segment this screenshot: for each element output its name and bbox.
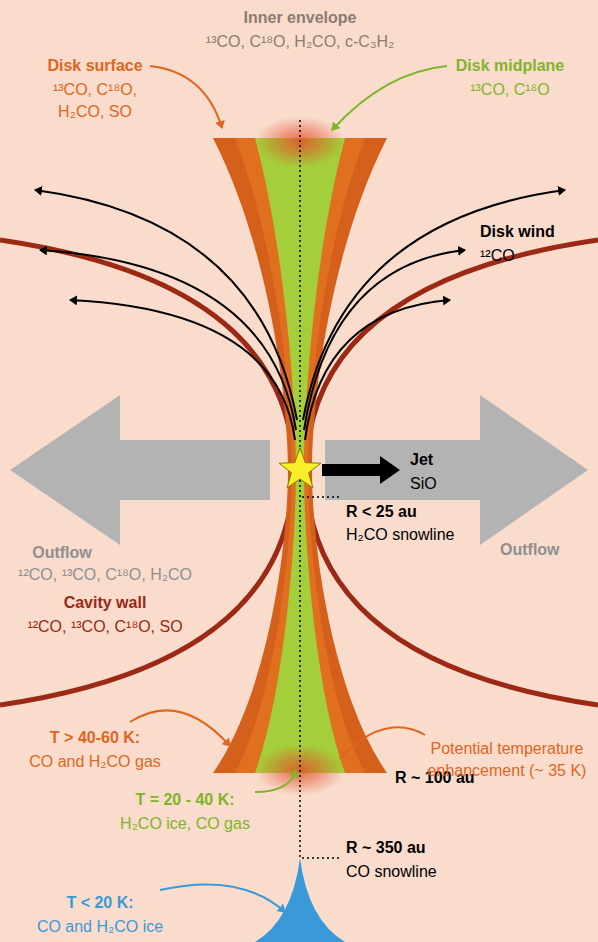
leader-arrow	[340, 727, 425, 758]
disk-surface	[213, 138, 387, 773]
phase-label: H₂CO ice, CO gas	[120, 813, 250, 835]
radius-label: R < 25 au	[346, 501, 417, 523]
species-list: ¹³CO, C¹⁸O, H₂CO, SO	[40, 79, 150, 123]
cavity-wall	[307, 240, 598, 452]
phase-label: CO and H₂CO ice	[37, 916, 163, 938]
radius-label: R ~ 350 au	[346, 837, 426, 859]
phase-label: CO and H₂CO gas	[29, 751, 161, 773]
cavity-wall	[0, 490, 293, 705]
region-heading: Inner envelope	[244, 7, 357, 29]
radius-marker	[302, 496, 342, 498]
jet-arrow	[322, 456, 400, 484]
leader-arrow	[150, 66, 222, 128]
cavity-wall	[307, 490, 598, 705]
leader-arrow	[160, 884, 285, 912]
temperature-label: T > 40-60 K:	[50, 727, 140, 749]
region-heading: Outflow	[500, 539, 560, 561]
disk-wind	[35, 190, 565, 440]
protostar	[279, 448, 321, 488]
species-list: ¹³CO, C¹⁸O, H₂CO, c-C₃H₂	[206, 31, 394, 53]
radius-marker	[302, 857, 342, 859]
region-heading: Disk midplane	[456, 55, 564, 77]
leader-arrow	[332, 66, 447, 130]
axis-line	[299, 120, 301, 858]
leader-arrow	[255, 770, 296, 792]
outflow-arrow	[10, 395, 270, 545]
region-heading: Disk surface	[47, 55, 142, 77]
cavity-wall	[0, 240, 293, 452]
species-list: ¹³CO, C¹⁸O	[470, 79, 550, 101]
region-heading: Jet	[410, 449, 433, 471]
snowline-label: CO snowline	[346, 861, 437, 883]
region-heading: Outflow	[32, 542, 92, 564]
region-heading: Disk wind	[480, 221, 555, 243]
species-list: ¹²CO	[480, 245, 515, 267]
species-list: ¹²CO, ¹³CO, C¹⁸O, H₂CO	[18, 564, 192, 586]
note-label: Potential temperature enhancement (~ 35 …	[425, 738, 590, 782]
disk-midplane	[255, 138, 345, 773]
region-heading: Cavity wall	[64, 592, 147, 614]
species-list: ¹²CO, ¹³CO, C¹⁸O, SO	[27, 616, 182, 638]
leader-arrow	[130, 710, 230, 746]
disk-surface-inner	[235, 138, 365, 773]
snowline-label: H₂CO snowline	[346, 524, 454, 546]
species-list: SiO	[410, 473, 437, 495]
temperature-label: T < 20 K:	[66, 892, 133, 914]
temperature-label: T = 20 - 40 K:	[135, 789, 234, 811]
